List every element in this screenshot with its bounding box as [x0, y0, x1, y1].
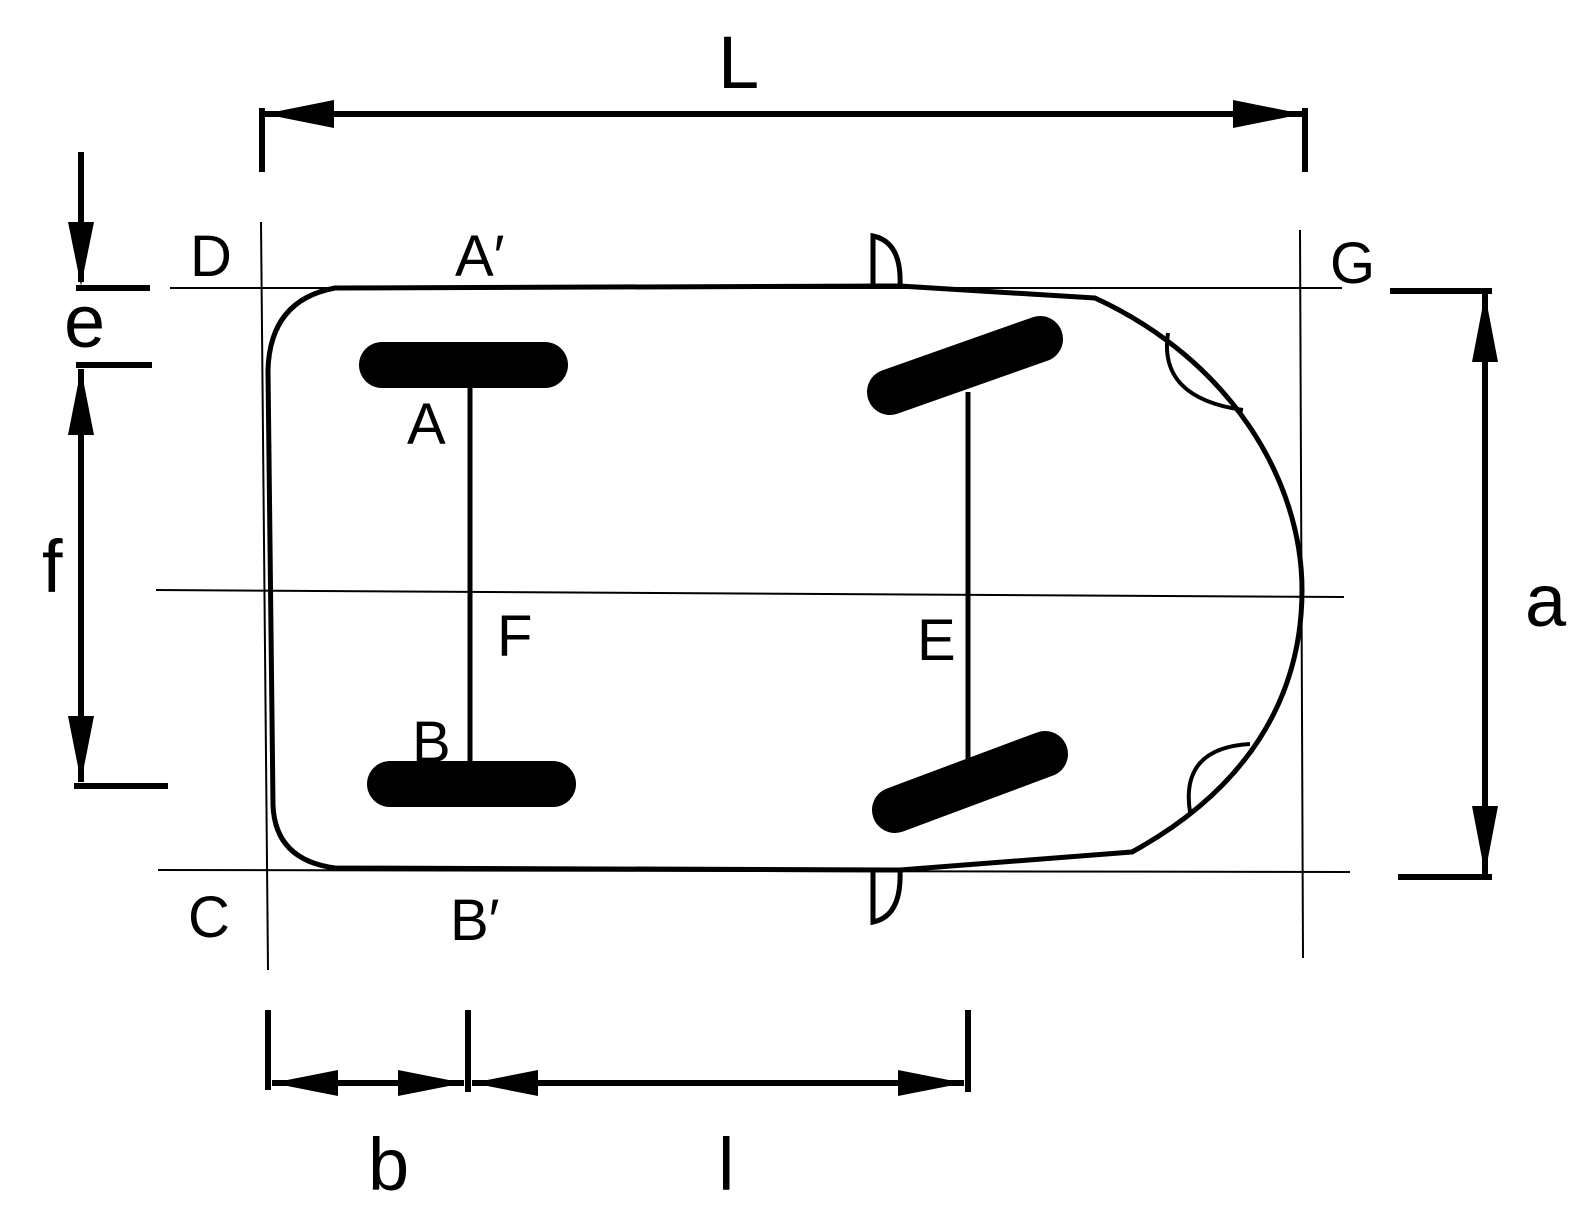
dimension-L-right-arrowhead [1233, 100, 1303, 128]
label-A: A [407, 392, 446, 457]
vehicle-body-outline [265, 283, 1305, 873]
reference-lines [155, 221, 1351, 971]
dimension-f-top-arrowhead [68, 369, 94, 435]
dimension-a-label: a [1525, 559, 1567, 642]
front-left-wheel [867, 316, 1063, 415]
label-D: D [190, 224, 232, 289]
front-right-wheel [872, 731, 1068, 833]
dimension-L [259, 100, 1308, 172]
wheels [359, 316, 1068, 833]
dimension-l-left-arrowhead [472, 1070, 538, 1096]
left-mirror [870, 232, 903, 289]
right-headlight [1186, 742, 1251, 813]
rear-vertical-reference-line [260, 221, 269, 971]
dimension-b-label: b [368, 1123, 409, 1206]
dimension-e [68, 152, 152, 368]
dimension-e-label: e [64, 280, 105, 363]
center-axis-line [155, 589, 1345, 598]
left-headlight [1164, 332, 1244, 412]
dimension-a-bottom-arrowhead [1472, 806, 1498, 874]
dimension-f [68, 369, 168, 789]
dimension-b-left-arrowhead [272, 1070, 338, 1096]
dimension-L-left-arrowhead [264, 100, 334, 128]
dimension-l-right-arrowhead [898, 1070, 964, 1096]
dimension-f-label: f [42, 525, 63, 608]
label-B-prime: B′ [450, 888, 500, 953]
dimension-f-bottom-arrowhead [68, 716, 94, 782]
label-C: C [188, 885, 230, 950]
dimension-e-arrowhead [68, 222, 94, 286]
dimension-a-top-arrowhead [1472, 294, 1498, 362]
label-A-prime: A′ [455, 224, 505, 289]
dimension-b-right-arrowhead [398, 1070, 464, 1096]
dimension-l [472, 1010, 971, 1096]
dimension-b [265, 1010, 471, 1096]
dimension-a [1390, 288, 1498, 880]
right-mirror [870, 869, 903, 926]
dimension-l-label: l [718, 1123, 734, 1206]
label-G: G [1330, 231, 1375, 296]
label-E: E [917, 608, 956, 673]
label-F: F [497, 604, 532, 669]
label-B: B [412, 710, 451, 775]
dimension-L-label: L [718, 21, 759, 104]
